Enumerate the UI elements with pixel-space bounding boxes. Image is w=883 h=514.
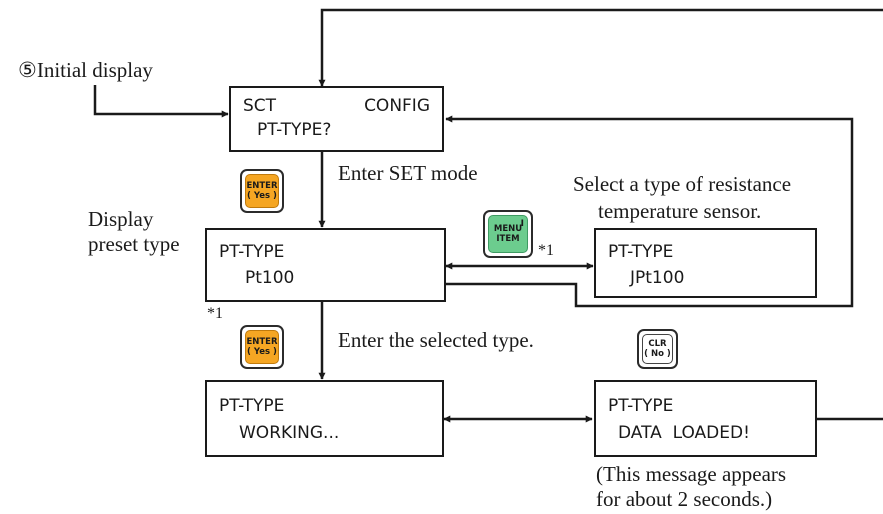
loop-top-line [318, 8, 883, 87]
working-line1: PT-TYPE [219, 396, 285, 416]
config-line1-left: SCT [243, 96, 277, 116]
enter-key-1-face: ENTER ( Yes ) [245, 174, 279, 208]
enter-set-mode-label: Enter SET mode [338, 161, 478, 185]
select-type-label-1: Select a type of resistance [573, 172, 792, 196]
config-line1-right: CONFIG [364, 96, 430, 116]
note-marker-menu: *1 [538, 242, 554, 259]
enter-key-1-line1: ENTER [246, 181, 278, 191]
working-line2: WORKING... [239, 423, 340, 443]
loop-back-line [445, 115, 854, 308]
clr-key-face: CLR ( No ) [642, 334, 673, 364]
enter-key-1-line2: ( Yes ) [247, 191, 277, 201]
enter-key-2-line1: ENTER [246, 337, 278, 347]
jpt100-line1: PT-TYPE [608, 242, 674, 262]
clr-key-line2: ( No ) [644, 349, 671, 359]
jpt100-line2: JPt100 [630, 268, 685, 288]
select-type-label-2: temperature sensor. [598, 199, 762, 223]
enter-selected-type-label: Enter the selected type. [338, 328, 534, 352]
initial-display-line [93, 85, 229, 118]
data-loaded-display-box: PT-TYPE DATA LOADED! [594, 380, 817, 457]
note-marker-enter: *1 [207, 305, 223, 322]
pt100-display-box: PT-TYPE Pt100 [205, 228, 446, 302]
menu-key-line2: ITEM [496, 234, 520, 244]
pt100-line1: PT-TYPE [219, 242, 285, 262]
enter-key-2-line2: ( Yes ) [247, 347, 277, 357]
enter-key-2-face: ENTER ( Yes ) [245, 330, 279, 364]
enter-key-1[interactable]: ENTER ( Yes ) [240, 169, 284, 213]
loaded-line1: PT-TYPE [608, 396, 674, 416]
display-preset-label-1: Display [88, 207, 154, 231]
message-note-1: (This message appears [596, 462, 787, 486]
working-display-box: PT-TYPE WORKING... [205, 380, 444, 457]
message-note-2: for about 2 seconds.) [596, 487, 773, 511]
menu-key-mark: I [520, 219, 524, 229]
loaded-line2: DATA LOADED! [618, 423, 750, 443]
config-display-box: SCT CONFIG PT-TYPE? [229, 86, 444, 152]
initial-display-label: ⑤Initial display [18, 58, 153, 82]
enter-key-2[interactable]: ENTER ( Yes ) [240, 325, 284, 369]
pt100-line2: Pt100 [245, 268, 295, 288]
clr-key[interactable]: CLR ( No ) [637, 329, 678, 369]
menu-key-line1: MENU [493, 224, 523, 234]
config-line2: PT-TYPE? [257, 120, 332, 140]
display-preset-label-2: preset type [88, 232, 180, 256]
jpt100-display-box: PT-TYPE JPt100 [594, 228, 817, 298]
clr-key-line1: CLR [648, 339, 667, 349]
menu-item-key-face: MENU ITEM [488, 215, 528, 253]
menu-item-key[interactable]: MENU ITEM I [483, 210, 533, 258]
